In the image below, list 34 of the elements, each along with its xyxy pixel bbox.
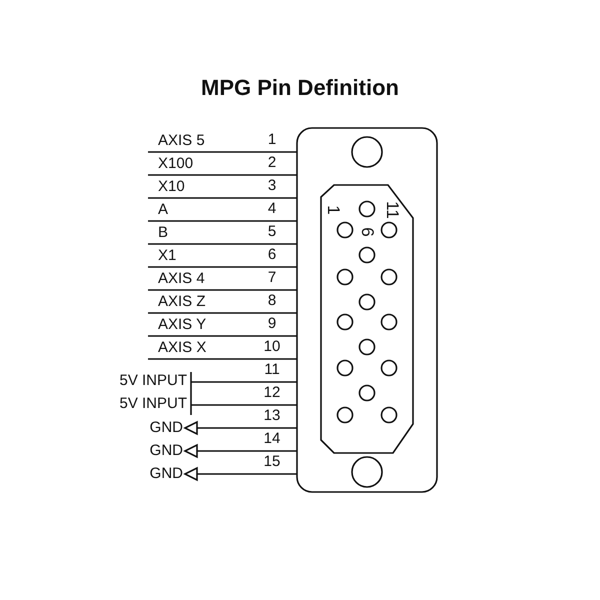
pin-number: 9	[268, 316, 276, 332]
pin-number: 12	[264, 385, 280, 401]
pin-number: 1	[325, 205, 341, 215]
pin-number: 14	[264, 431, 280, 447]
signal-name: B	[158, 225, 168, 241]
pin-number: 6	[359, 227, 375, 237]
signal-name: 5V INPUT	[119, 373, 187, 389]
signal-name: X100	[158, 156, 194, 172]
signal-name: AXIS 5	[158, 133, 205, 149]
pin-number: 7	[268, 270, 276, 286]
pin-number: 11	[384, 201, 400, 219]
signal-name: GND	[150, 443, 183, 459]
pin-number: 1	[268, 132, 276, 148]
signal-name: AXIS 4	[158, 271, 205, 287]
pin-number: 3	[268, 178, 276, 194]
title: MPG Pin Definition	[201, 76, 399, 100]
signal-name: GND	[150, 420, 183, 436]
pin-number: 5	[268, 224, 276, 240]
pin-number: 11	[264, 362, 280, 378]
pin-number: 15	[264, 454, 280, 470]
signal-name: A	[158, 202, 168, 218]
pin-number: 13	[264, 408, 280, 424]
signal-name: X1	[158, 248, 176, 264]
pin-number: 2	[268, 155, 276, 171]
pin-number: 8	[268, 293, 276, 309]
signal-name: 5V INPUT	[119, 396, 187, 412]
signal-name: AXIS Z	[158, 294, 206, 310]
pin-number: 10	[264, 339, 280, 355]
signal-name: X10	[158, 179, 185, 195]
signal-name: AXIS X	[158, 340, 206, 356]
pin-number: 4	[268, 201, 276, 217]
signal-name: AXIS Y	[158, 317, 206, 333]
pin-number: 6	[268, 247, 276, 263]
signal-name: GND	[150, 466, 183, 482]
